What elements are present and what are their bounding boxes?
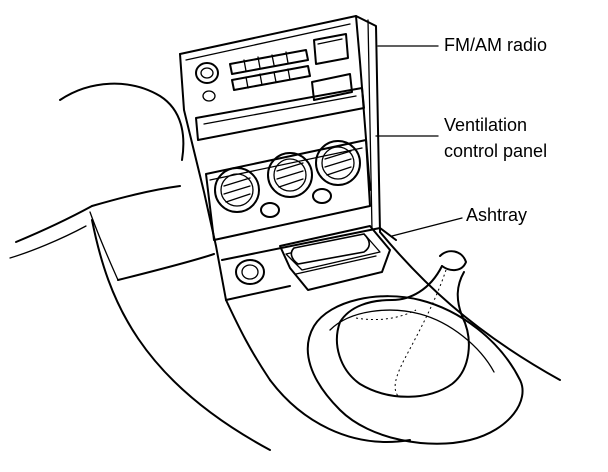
shift-lever xyxy=(306,250,524,445)
leader-lines xyxy=(375,45,463,237)
center-fascia xyxy=(179,15,381,301)
label-ventilation-line2: control panel xyxy=(444,141,548,161)
ventilation-panel xyxy=(205,139,371,241)
radio-unit xyxy=(195,33,365,141)
dashboard-left xyxy=(9,82,271,451)
label-ventilation-line1: Ventilation xyxy=(444,115,528,135)
label-ashtray: Ashtray xyxy=(466,205,528,225)
lower-console xyxy=(221,225,561,443)
label-fm-am-radio: FM/AM radio xyxy=(444,35,548,55)
